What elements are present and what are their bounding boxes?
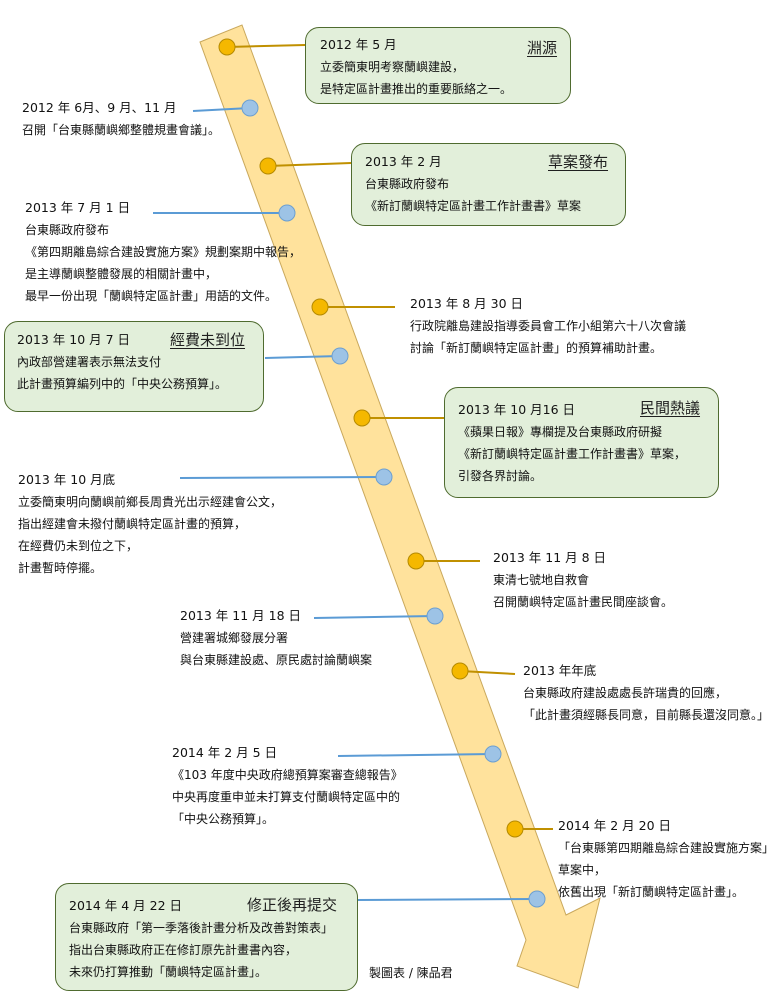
event-date: 2012 年 5 月 (320, 37, 397, 52)
event-description-line: 營建署城鄉發展分署 (180, 631, 289, 645)
event-description-line: 台東縣政府發布 (365, 177, 450, 191)
event-date: 2013 年 10 月16 日 (458, 402, 576, 417)
event-description-line: 與台東縣建設處、原民處討論蘭嶼案 (180, 653, 373, 667)
event-date: 2012 年 6月、9 月、11 月 (22, 100, 177, 115)
event-description-line: 《新訂蘭嶼特定區計畫工作計畫書》草案 (365, 199, 582, 213)
event-description-line: 立委簡東明向蘭嶼前鄉長周貴光出示經建會公文， (18, 495, 283, 509)
timeline-dot-orange (353, 409, 371, 427)
event-date: 2013 年 11 月 8 日 (493, 550, 607, 565)
timeline-event: 2012 年 6月、9 月、11 月召開「台東縣蘭嶼鄉整體規畫會議」。 (22, 97, 220, 141)
event-date: 2013 年年底 (523, 663, 597, 678)
event-description-line: 中央再度重申並未打算支付蘭嶼特定區中的 (172, 790, 401, 804)
event-description-line: 在經費仍未到位之下， (18, 539, 139, 553)
event-description-line: 召開蘭嶼特定區計畫民間座談會。 (493, 595, 674, 609)
event-tag: 草案發布 (548, 153, 609, 171)
timeline-dot-blue (426, 607, 444, 625)
event-date: 2013 年 2 月 (365, 154, 442, 169)
event-tag: 修正後再提交 (247, 896, 338, 914)
connector-line (459, 670, 516, 675)
event-description-line: 「中央公務預算」。 (172, 812, 275, 826)
event-description-line: 依舊出現「新訂蘭嶼特定區計畫」。 (558, 885, 745, 899)
event-date: 2014 年 2 月 5 日 (172, 745, 278, 760)
connector-line (264, 355, 341, 359)
timeline-event: 2013 年 8 月 30 日行政院離島建設指導委員會工作小組第六十八次會議討論… (410, 293, 686, 359)
connector-line (356, 898, 538, 901)
timeline-event: 2013 年 10 月16 日《蘋果日報》專欄提及台東縣政府研擬《新訂蘭嶼特定區… (458, 399, 686, 487)
event-description-line: 《新訂蘭嶼特定區計畫工作計畫書》草案， (458, 447, 687, 461)
connector-line (226, 44, 306, 48)
event-description-line: 東清七號地自救會 (493, 573, 590, 587)
event-description-line: 此計畫預算編列中的「中央公務預算」。 (17, 377, 228, 391)
timeline-dot-blue (375, 468, 393, 486)
timeline-event: 2013 年 7 月 1 日台東縣政府發布《第四期離島綜合建設實施方案》規劃案期… (25, 197, 301, 307)
event-description-line: 立委簡東明考察蘭嶼建設， (320, 60, 465, 74)
event-description-line: 討論「新訂蘭嶼特定區計畫」的預算補助計畫。 (410, 341, 663, 355)
timeline-event: 2014 年 4 月 22 日台東縣政府「第一季落後計畫分析及改善對策表」指出台… (69, 895, 333, 983)
event-description-line: 台東縣政府「第一季落後計畫分析及改善對策表」 (69, 921, 334, 935)
event-description-line: 引發各界討論。 (458, 469, 543, 483)
event-date: 2013 年 7 月 1 日 (25, 200, 131, 215)
timeline-dot-blue (484, 745, 502, 763)
timeline-dot-orange (506, 820, 524, 838)
timeline-dot-blue (528, 890, 546, 908)
event-description-line: 「台東縣第四期離島綜合建設實施方案」 (558, 841, 775, 855)
event-date: 2014 年 4 月 22 日 (69, 898, 183, 913)
event-description-line: 台東縣政府建設處處長許瑞貴的回應， (523, 686, 728, 700)
event-tag: 民間熱議 (640, 399, 701, 417)
timeline-dot-orange (259, 157, 277, 175)
event-tag: 經費未到位 (170, 331, 246, 349)
timeline-dot-blue (331, 347, 349, 365)
event-date: 2014 年 2 月 20 日 (558, 818, 672, 833)
timeline-dot-blue (278, 204, 296, 222)
event-description-line: 計畫暫時停擺。 (18, 561, 103, 575)
event-description-line: 指出台東縣政府正在修訂原先計畫書內容， (69, 943, 298, 957)
timeline-event: 2013 年 11 月 18 日營建署城鄉發展分署與台東縣建設處、原民處討論蘭嶼… (180, 605, 372, 671)
connector-line (337, 753, 494, 757)
timeline-event: 2013 年 11 月 8 日東清七號地自救會召開蘭嶼特定區計畫民間座談會。 (493, 547, 673, 613)
event-description-line: 指出經建會未撥付蘭嶼特定區計畫的預算， (18, 517, 247, 531)
event-description-line: 最早一份出現「蘭嶼特定區計畫」用語的文件。 (25, 289, 278, 303)
timeline-event: 2014 年 2 月 5 日《103 年度中央政府總預算案審查總報告》中央再度重… (172, 742, 403, 830)
event-description-line: 草案中， (558, 863, 607, 877)
event-tag: 淵源 (527, 39, 558, 57)
timeline-event: 2013 年 10 月 7 日內政部營建署表示無法支付此計畫預算編列中的「中央公… (17, 329, 227, 395)
event-description-line: 內政部營建署表示無法支付 (17, 355, 162, 369)
timeline-dot-blue (241, 99, 259, 117)
connector-line (267, 162, 352, 167)
event-description-line: 未來仍打算推動「蘭嶼特定區計畫」。 (69, 965, 268, 979)
event-box (4, 321, 264, 412)
event-date: 2013 年 10 月 7 日 (17, 332, 131, 347)
connector-line (313, 615, 436, 619)
event-box (305, 27, 571, 104)
event-box (444, 387, 719, 498)
event-description-line: 「此計畫須經縣長同意，目前縣長還沒同意。」 (523, 708, 770, 722)
timeline-event: 2014 年 2 月 20 日「台東縣第四期離島綜合建設實施方案」草案中， 依舊出… (558, 815, 774, 903)
credit-text: 製圖表 / 陳品君 (369, 966, 453, 980)
event-description-line: 是特定區計畫推出的重要脈絡之一。 (320, 82, 513, 96)
event-description-line: 《第四期離島綜合建設實施方案》規劃案期中報告， (25, 245, 302, 259)
timeline-event: 2013 年 10 月底立委簡東明向蘭嶼前鄉長周貴光出示經建會公文， 指出經建會未… (18, 469, 282, 579)
event-date: 2013 年 11 月 18 日 (180, 608, 301, 623)
event-description-line: 《蘋果日報》專欄提及台東縣政府研擬 (458, 425, 663, 439)
timeline-dot-orange (218, 38, 236, 56)
connector-line (179, 476, 385, 479)
event-description-line: 召開「台東縣蘭嶼鄉整體規畫會議」。 (22, 123, 221, 137)
event-description-line: 是主導蘭嶼整體發展的相關計畫中， (25, 267, 218, 281)
event-description-line: 行政院離島建設指導委員會工作小組第六十八次會議 (410, 319, 687, 333)
timeline-arrow (199, 24, 601, 989)
connector-line (192, 107, 251, 112)
event-description-line: 台東縣政府發布 (25, 223, 110, 237)
event-description-line: 《103 年度中央政府總預算案審查總報告》 (172, 768, 403, 782)
event-box (55, 883, 358, 991)
timeline-event: 2013 年年底台東縣政府建設處處長許瑞貴的回應， 「此計畫須經縣長同意，目前縣長… (523, 660, 769, 726)
timeline-dot-orange (311, 298, 329, 316)
timeline-event: 2012 年 5 月立委簡東明考察蘭嶼建設， 是特定區計畫推出的重要脈絡之一。 (320, 34, 512, 100)
event-date: 2013 年 8 月 30 日 (410, 296, 524, 311)
event-date: 2013 年 10 月底 (18, 472, 116, 487)
event-box (351, 143, 626, 226)
timeline-event: 2013 年 2 月台東縣政府發布《新訂蘭嶼特定區計畫工作計畫書》草案 (365, 151, 581, 217)
timeline-dot-orange (407, 552, 425, 570)
timeline-dot-orange (451, 662, 469, 680)
